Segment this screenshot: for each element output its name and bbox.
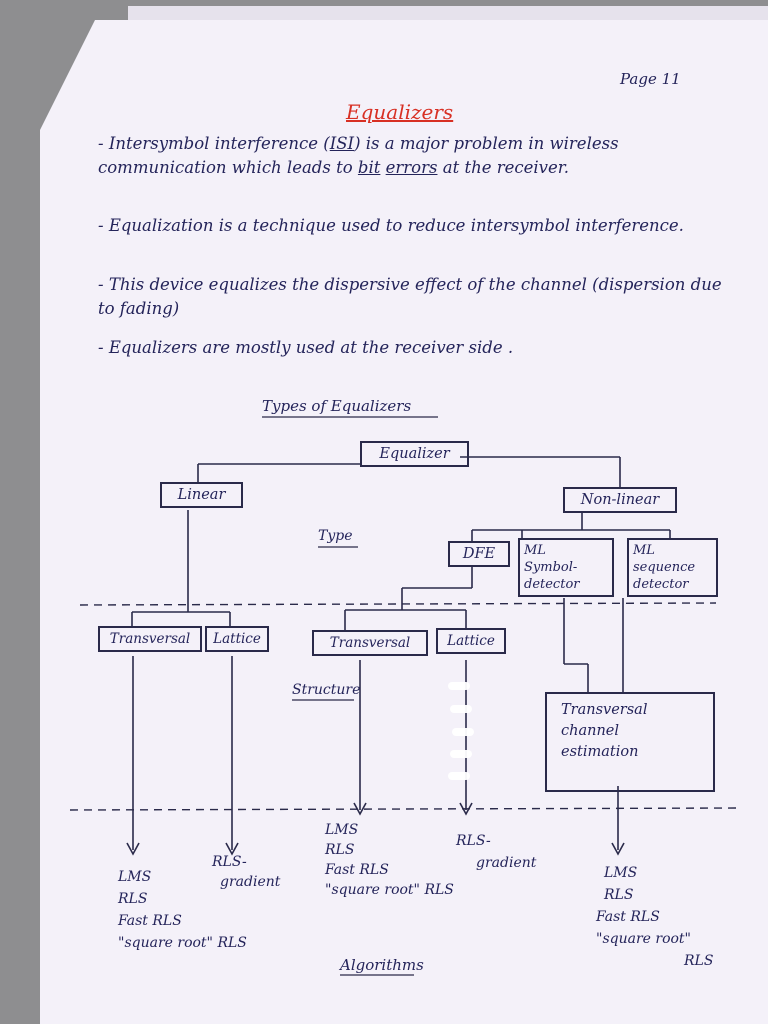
algorithms-label: Algorithms [340, 956, 424, 974]
page-title: Equalizers [346, 100, 454, 124]
isi-abbrev: ISI [329, 134, 355, 153]
node-transversal-channel-estimation: Transversal channel estimation [545, 692, 715, 792]
bit-word: bit [357, 158, 381, 177]
bullet-isi: - Intersymbol interference (ISI) is a ma… [98, 132, 728, 180]
node-ml-sequence-detector: ML sequence detector [627, 538, 718, 597]
node-lattice-linear: Lattice [205, 626, 269, 652]
ml-sequence-line-3: detector [633, 577, 689, 592]
ml-sequence-line-2: sequence [633, 560, 696, 575]
alg-item: gradient [220, 874, 281, 890]
page-number: Page 11 [620, 70, 681, 88]
ml-symbol-line-3: detector [524, 577, 580, 592]
algorithms-lattice-dfe: RLS- gradient [456, 830, 536, 874]
correction-mark [448, 772, 470, 780]
structure-label: Structure [292, 682, 361, 698]
channel-line-1: Transversal [561, 702, 648, 718]
node-ml-symbol-detector: ML Symbol- detector [518, 538, 614, 597]
alg-item: RLS- [212, 854, 247, 870]
alg-item: LMS [118, 869, 152, 885]
alg-item: RLS- [456, 833, 491, 849]
ml-symbol-line-2: Symbol- [524, 560, 578, 575]
bullet-isi-mid: ) is a major problem in wireless communi… [98, 134, 619, 177]
bullet-receiver: - Equalizers are mostly used at the rece… [98, 338, 514, 357]
node-linear: Linear [160, 482, 243, 508]
alg-item: Fast RLS [325, 862, 389, 878]
alg-item: RLS [118, 891, 148, 907]
correction-mark [450, 750, 472, 758]
alg-item: RLS [325, 842, 355, 858]
algorithms-channel-estimation: LMS RLS Fast RLS "square root" RLS [596, 862, 713, 972]
alg-item: "square root" RLS [325, 882, 454, 898]
type-label: Type [318, 528, 353, 544]
node-lattice-dfe: Lattice [436, 628, 506, 654]
correction-mark [448, 682, 470, 690]
algorithms-lattice-linear: RLS- gradient [212, 852, 280, 892]
alg-item: LMS [604, 865, 638, 881]
alg-item: LMS [325, 822, 359, 838]
alg-item: gradient [476, 855, 537, 871]
alg-item: Fast RLS [596, 909, 660, 925]
correction-mark [450, 705, 472, 713]
bullet-equalization: - Equalization is a technique used to re… [98, 216, 684, 235]
alg-item: "square root" [596, 931, 691, 947]
node-transversal-linear: Transversal [98, 626, 202, 652]
diagram-heading: Types of Equalizers [262, 397, 412, 415]
notebook-page: Page 11 Equalizers - Intersymbol interfe… [40, 20, 768, 1024]
node-nonlinear: Non-linear [563, 487, 677, 513]
node-equalizer: Equalizer [360, 441, 469, 467]
alg-item: RLS [684, 953, 714, 969]
channel-line-3: estimation [561, 744, 639, 760]
errors-word: errors [385, 158, 438, 177]
channel-line-2: channel [561, 723, 619, 739]
node-transversal-dfe: Transversal [312, 630, 428, 656]
ml-symbol-line-1: ML [524, 543, 546, 558]
correction-mark [452, 728, 474, 736]
bullet-isi-prefix: - Intersymbol interference ( [98, 134, 330, 153]
bullet-device: - This device equalizes the dispersive e… [98, 275, 722, 318]
alg-item: "square root" RLS [118, 935, 247, 951]
bullet-isi-suffix: at the receiver. [437, 158, 570, 177]
node-dfe: DFE [448, 541, 510, 567]
alg-item: RLS [604, 887, 634, 903]
alg-item: Fast RLS [118, 913, 182, 929]
algorithms-transversal-linear: LMS RLS Fast RLS "square root" RLS [118, 866, 247, 954]
algorithms-transversal-dfe: LMS RLS Fast RLS "square root" RLS [325, 820, 454, 900]
ml-sequence-line-1: ML [633, 543, 655, 558]
